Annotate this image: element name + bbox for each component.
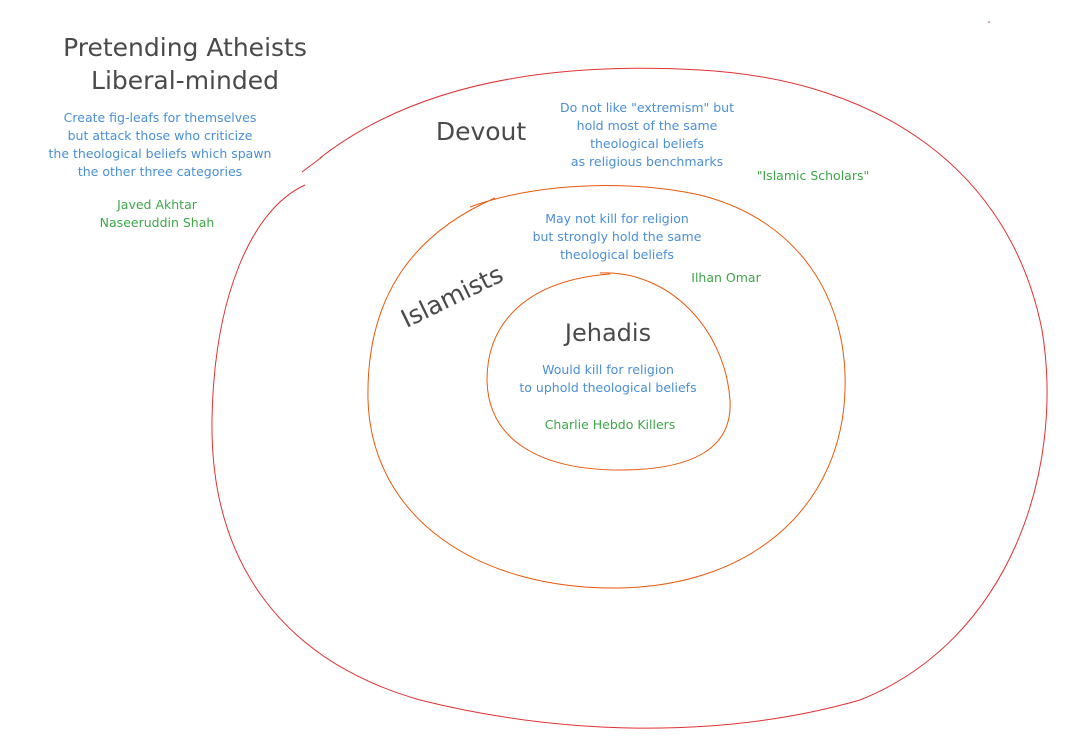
jehadis-example: Charlie Hebdo Killers — [544, 417, 676, 432]
description-line: but strongly hold the same — [532, 229, 702, 244]
description-line: hold most of the same — [576, 118, 718, 133]
jehadis-title: Jehadis — [564, 319, 652, 347]
description-line: the theological beliefs which spawn — [48, 146, 272, 161]
outer-examples: Javed Akhtar Naseeruddin Shah — [100, 196, 215, 232]
outer-title-line: Liberal-minded — [91, 66, 279, 95]
outer-ring-stroke-tail — [301, 156, 323, 173]
devout-title: Devout — [435, 117, 527, 146]
devout-ring — [211, 67, 1048, 729]
islamists-description: May not kill for religion but strongly h… — [533, 210, 702, 264]
outer-title-line: Pretending Atheists — [63, 33, 307, 62]
jehadis-ring — [486, 272, 731, 471]
description-line: but attack those who criticize — [67, 128, 253, 143]
devout-description: Do not like "extremism" but hold most of… — [560, 99, 734, 171]
description-line: Do not like "extremism" but — [560, 100, 734, 115]
example-name: Javed Akhtar — [117, 197, 197, 212]
description-line: the other three categories — [77, 164, 243, 179]
outer-title: Pretending Atheists Liberal-minded — [63, 31, 307, 97]
islamists-example: Ilhan Omar — [691, 270, 761, 285]
description-line: Create fig-leafs for themselves — [63, 110, 257, 125]
islamists-ring — [367, 185, 846, 589]
description-line: theological beliefs — [560, 247, 674, 262]
description-line: to uphold theological beliefs — [519, 380, 697, 395]
jehadis-description: Would kill for religion to uphold theolo… — [519, 361, 696, 397]
description-line: Would kill for religion — [542, 362, 674, 377]
description-line: May not kill for religion — [545, 211, 689, 226]
outer-description: Create fig-leafs for themselves but atta… — [49, 109, 272, 181]
description-line: as religious benchmarks — [570, 154, 724, 169]
example-name: Naseeruddin Shah — [99, 215, 215, 230]
description-line: theological beliefs — [590, 136, 704, 151]
devout-example: "Islamic Scholars" — [756, 168, 870, 183]
stray-dot — [988, 21, 990, 23]
